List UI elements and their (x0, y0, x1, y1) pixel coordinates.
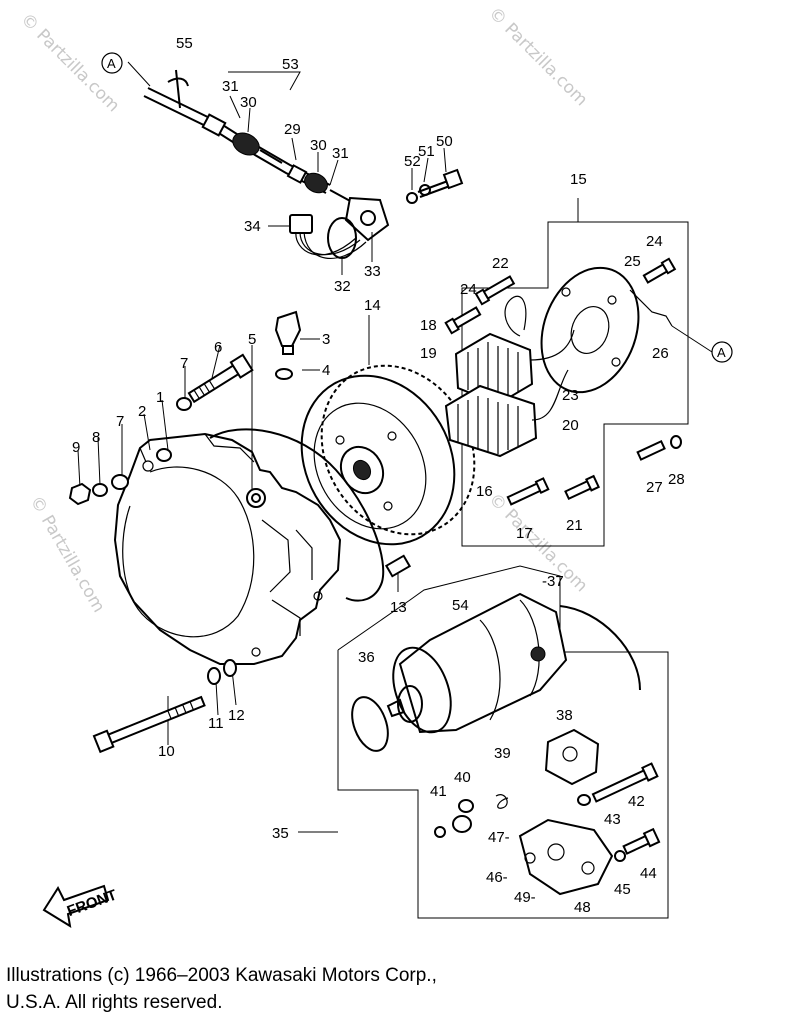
part-25: 25 (624, 253, 641, 270)
part-35: 35 (272, 825, 289, 842)
part-51: 51 (418, 143, 435, 160)
part-30-upper: 30 (240, 94, 257, 111)
part-44: 44 (640, 865, 657, 882)
part-24-left: 24 (460, 281, 477, 298)
part-53: 53 (282, 56, 299, 73)
part-54: 54 (452, 597, 469, 614)
part-1: 1 (156, 389, 164, 406)
part-15: 15 (570, 171, 587, 188)
starter-motor (386, 592, 568, 734)
part-31-upper: 31 (222, 78, 239, 95)
leader-lines (77, 61, 447, 745)
stator-coil-lower (444, 384, 538, 458)
part-48: 48 (574, 899, 591, 916)
part-7-upper: 7 (180, 355, 188, 372)
part-24-right: 24 (646, 233, 663, 250)
part-14: 14 (364, 297, 381, 314)
part-52: 52 (404, 153, 421, 170)
part-49: 49- (514, 889, 536, 906)
copyright-credit: Illustrations (c) 1966–2003 Kawasaki Mot… (6, 962, 437, 1016)
front-label: FRONT (65, 886, 119, 920)
part-37: -37 (542, 573, 564, 590)
part-number-labels: 55 31 30 53 29 30 31 34 32 33 52 51 50 1… (72, 35, 685, 916)
part-47: 47- (488, 829, 510, 846)
stator-plate (540, 266, 640, 394)
part-36: 36 (358, 649, 375, 666)
front-direction-arrow: FRONT (42, 884, 119, 929)
part-40: 40 (454, 769, 471, 786)
part-5: 5 (248, 331, 256, 348)
part-21: 21 (566, 517, 583, 534)
starter-o-ring (351, 696, 389, 752)
part-30-lower: 30 (310, 137, 327, 154)
part-43: 43 (604, 811, 621, 828)
watermark-top-right: © Partzilla.com (484, 3, 591, 110)
part-34: 34 (244, 218, 261, 235)
part-28: 28 (668, 471, 685, 488)
part-20: 20 (562, 417, 579, 434)
watermark-left: © Partzilla.com (26, 493, 109, 617)
part-27: 27 (646, 479, 663, 496)
drain-plug (274, 310, 302, 355)
part-10: 10 (158, 743, 175, 760)
part-31-lower: 31 (332, 145, 349, 162)
credit-line-1: Illustrations (c) 1966–2003 Kawasaki Mot… (6, 965, 437, 986)
part-26: 26 (652, 345, 669, 362)
part-46: 46- (486, 869, 508, 886)
stator-coil-upper (454, 332, 534, 406)
part-39: 39 (494, 745, 511, 762)
credit-line-2: U.S.A. All rights reserved. (6, 992, 223, 1013)
part-12: 12 (228, 707, 245, 724)
svg-text:A: A (107, 56, 116, 71)
part-42: 42 (628, 793, 645, 810)
cover-gasket (209, 428, 385, 602)
watermark-center: © Partzilla.com (484, 489, 591, 596)
part-29: 29 (284, 121, 301, 138)
cover-fasteners (68, 310, 412, 754)
stator-assembly (444, 198, 713, 547)
tachometer-cable-assembly (143, 69, 464, 259)
part-6: 6 (214, 339, 222, 356)
part-50: 50 (436, 133, 453, 150)
part-2: 2 (138, 403, 146, 420)
part-8: 8 (92, 429, 100, 446)
part-4: 4 (322, 362, 330, 379)
part-32: 32 (334, 278, 351, 295)
part-17: 17 (516, 525, 533, 542)
part-18: 18 (420, 317, 437, 334)
part-38: 38 (556, 707, 573, 724)
starter-motor-assembly (298, 565, 669, 919)
part-9: 9 (72, 439, 80, 456)
starter-clutch-parts (434, 728, 661, 896)
part-19: 19 (420, 345, 437, 362)
part-7-lower: 7 (116, 413, 124, 430)
part-16: 16 (476, 483, 493, 500)
reference-A-top: A (101, 52, 123, 74)
part-13: 13 (390, 599, 407, 616)
svg-text:A: A (717, 345, 726, 360)
part-45: 45 (614, 881, 631, 898)
part-41: 41 (430, 783, 447, 800)
part-33: 33 (364, 263, 381, 280)
part-23: 23 (562, 387, 579, 404)
part-55: 55 (176, 35, 193, 52)
part-22: 22 (492, 255, 509, 272)
part-11: 11 (208, 715, 224, 732)
generator-cover (113, 432, 342, 665)
reference-A-right: A (711, 341, 733, 363)
part-3: 3 (322, 331, 330, 348)
